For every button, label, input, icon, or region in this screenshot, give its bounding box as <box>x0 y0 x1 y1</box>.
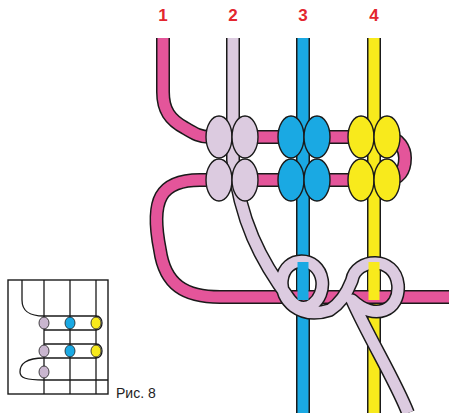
inset-line <box>95 280 96 394</box>
knot-oval <box>374 116 400 158</box>
inset-frame <box>8 280 108 394</box>
cord-number: 1 <box>158 6 167 26</box>
cyan-cord <box>298 262 309 300</box>
inset-dot <box>65 317 75 329</box>
knot-oval <box>278 116 304 158</box>
knot-oval <box>206 116 232 158</box>
inset-dot <box>39 366 49 378</box>
knot-oval <box>232 116 258 158</box>
lavender-cord <box>233 38 408 413</box>
knot-oval <box>206 159 232 201</box>
knot-oval <box>374 159 400 201</box>
inset-line <box>22 280 102 330</box>
inset-dot <box>91 317 101 329</box>
knot-oval <box>304 116 330 158</box>
inset-dot <box>39 345 49 357</box>
cord-number: 3 <box>298 6 307 26</box>
knot-oval <box>278 159 304 201</box>
cord-outline <box>296 38 310 413</box>
knot-oval <box>232 159 258 201</box>
inset-dot <box>65 345 75 357</box>
knot-oval <box>348 159 374 201</box>
inset-dot <box>91 345 101 357</box>
yellow-cord <box>369 262 380 300</box>
inset-dot <box>39 317 49 329</box>
cord-outline <box>233 38 408 413</box>
inset-line <box>20 344 108 380</box>
pink-cord <box>163 38 405 180</box>
cord-number: 2 <box>228 6 237 26</box>
inset-line <box>69 280 70 394</box>
cyan-cord <box>298 38 309 413</box>
cord-outline <box>163 38 405 180</box>
knot-oval <box>348 116 374 158</box>
inset-scheme <box>8 280 108 394</box>
cord-number: 4 <box>369 6 378 26</box>
knot-oval <box>304 159 330 201</box>
figure-caption: Рис. 8 <box>116 385 156 401</box>
